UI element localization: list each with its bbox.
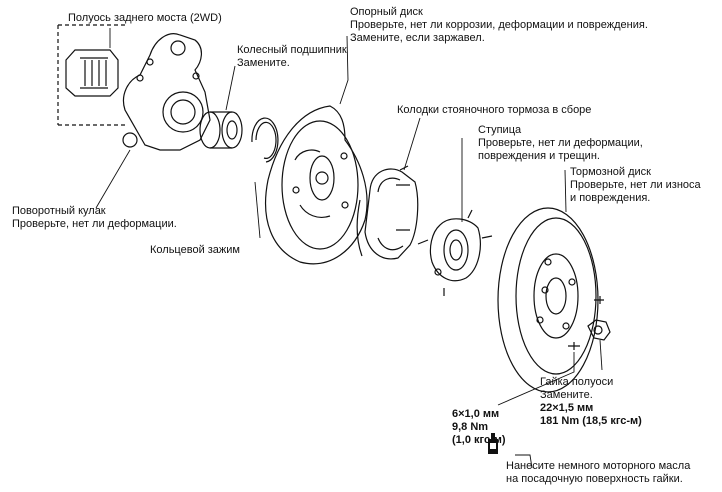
screw-part xyxy=(568,296,604,350)
screw-spec-torque: 9,8 Nm xyxy=(452,421,489,433)
hub-label: Ступица Проверьте, нет ли деформации, по… xyxy=(478,124,643,163)
knuckle-title: Поворотный кулак xyxy=(12,205,106,217)
backing-plate-note-1: Проверьте, нет ли коррозии, деформации и… xyxy=(350,19,648,31)
parking-brake-shoes-text: Колодки стояночного тормоза в сборе xyxy=(397,104,592,116)
wheel-bearing-title: Колесный подшипник xyxy=(237,44,347,56)
backing-plate-part xyxy=(264,105,368,265)
hub-note-2: повреждения и трещин. xyxy=(478,150,600,162)
axle-nut-part xyxy=(587,319,611,341)
backing-plate-label: Опорный диск Проверьте, нет ли коррозии,… xyxy=(350,6,648,45)
knuckle-part xyxy=(122,33,211,151)
knuckle-note: Проверьте, нет ли деформации. xyxy=(12,218,177,230)
hub-note-1: Проверьте, нет ли деформации, xyxy=(478,137,643,149)
backing-plate-note-2: Замените, если заржавел. xyxy=(350,32,485,44)
screw-spec-thread: 6×1,0 мм xyxy=(452,408,500,420)
axle-nut-thread: 22×1,5 мм xyxy=(540,402,594,414)
brake-disc-note-2: и повреждения. xyxy=(570,192,651,204)
brake-disc-part xyxy=(497,207,599,393)
brake-disc-label: Тормозной диск Проверьте, нет ли износа … xyxy=(570,166,701,205)
brake-disc-note-1: Проверьте, нет ли износа xyxy=(570,179,701,191)
knuckle-label: Поворотный кулак Проверьте, нет ли дефор… xyxy=(12,205,177,231)
oil-note-label: Нанесите немного моторного масла на поса… xyxy=(506,460,690,486)
leader-lines xyxy=(95,28,603,469)
axle-shaft-part xyxy=(57,24,125,126)
hub-part xyxy=(417,209,493,296)
axle-nut-title: Гайка полуоси xyxy=(540,376,614,388)
axle-shaft-label: Полуось заднего моста (2WD) xyxy=(68,12,222,25)
parking-brake-shoes-label: Колодки стояночного тормоза в сборе xyxy=(397,104,591,117)
parking-brake-shoes-part xyxy=(356,165,419,260)
axle-nut-label: Гайка полуоси Замените. 22×1,5 мм 181 Nm… xyxy=(540,376,642,428)
backing-plate-title: Опорный диск xyxy=(350,6,423,18)
brake-disc-title: Тормозной диск xyxy=(570,166,651,178)
hub-title: Ступица xyxy=(478,124,522,136)
wheel-bearing-note: Замените. xyxy=(237,57,290,69)
wheel-bearing-label: Колесный подшипник Замените. xyxy=(237,44,347,70)
axle-nut-note: Замените. xyxy=(540,389,593,401)
axle-shaft-text: Полуось заднего моста (2WD) xyxy=(68,12,222,24)
snap-ring-part xyxy=(251,117,279,163)
wheel-bearing-part xyxy=(199,111,243,149)
oil-note-line-2: на посадочную поверхность гайки. xyxy=(506,473,683,485)
snap-ring-label: Кольцевой зажим xyxy=(150,244,240,257)
oil-can-icon xyxy=(488,433,498,454)
axle-nut-torque: 181 Nm (18,5 кгс-м) xyxy=(540,415,642,427)
snap-ring-text: Кольцевой зажим xyxy=(150,244,240,256)
oil-note-line-1: Нанесите немного моторного масла xyxy=(506,460,691,472)
